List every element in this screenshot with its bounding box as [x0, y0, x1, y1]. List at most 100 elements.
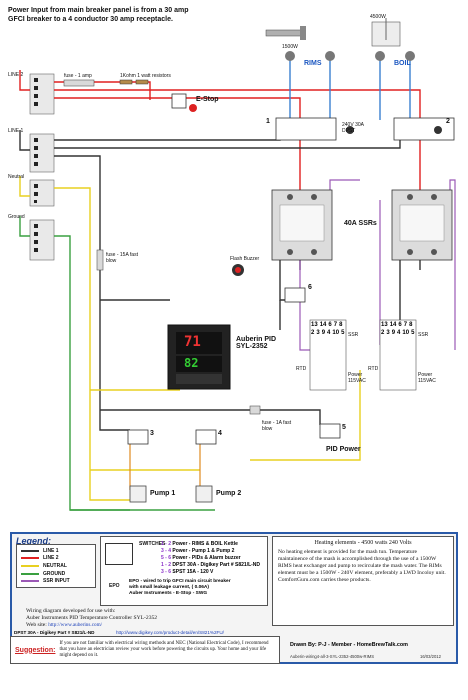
switch-row-2: 5 - 6 Power - PIDs & Alarm buzzer: [161, 555, 260, 562]
terminal-a-10: 5: [341, 330, 345, 336]
epo-text-1: EPO - wired to trip GFCI main circuit br…: [129, 579, 231, 584]
legend-row-line2: LINE 2: [21, 555, 91, 561]
label-fuse-1a-second: fuse - 1A fast blow: [262, 420, 292, 432]
label-sw1: 1: [266, 118, 270, 125]
label-fuse-15a: fuse - 15A fast blow: [106, 252, 138, 264]
fuse-15a: [96, 249, 104, 271]
legend-swatch-neutral: [21, 564, 39, 567]
label-power-a: Power 115VAC: [348, 372, 366, 384]
switch-4: [195, 429, 217, 445]
terminal-a-1: 14: [319, 322, 327, 328]
label-boil: BOIL: [394, 60, 411, 67]
epo-text-2: with small leakage current, ( 0.06A): [129, 585, 209, 590]
epo-text: EPO - wired to trip GFCI main circuit br…: [129, 579, 265, 597]
line1-bus-bar: [29, 133, 55, 173]
terminal-b-9: 10: [402, 330, 410, 336]
ground-bus-bar: [29, 219, 55, 261]
terminal-b-10: 5: [411, 330, 415, 336]
epo-text-3: Auber Instruments - E-Stop - SWG: [129, 591, 208, 596]
boil-element: [371, 18, 415, 61]
receptacle-pump1: [129, 485, 147, 503]
label-neutral: Neutral: [8, 174, 25, 180]
terminal-a-8: 4: [327, 330, 331, 336]
wiring-text-1: Wiring diagram developed for use with:: [26, 608, 116, 614]
terminal-b-3: 7: [403, 322, 408, 328]
digikey-link[interactable]: http://www.digikey.com/product-detail/en…: [116, 630, 224, 635]
terminal-a-5: 2: [311, 330, 315, 336]
switch-row-4: 3 - 6 SPST 15A - 120 V: [161, 569, 260, 576]
terminal-a-2: 6: [328, 322, 332, 328]
terminal-b-7: 9: [391, 330, 396, 336]
switch-3: [127, 429, 149, 445]
title-line-2: GFCI breaker to a 4 conductor 30 amp rec…: [8, 16, 173, 23]
legend-title: Legend:: [16, 536, 51, 546]
terminal-a-6: 3: [316, 330, 320, 336]
switch-row-3-nums: 1 - 2: [161, 562, 172, 568]
terminal-a-9: 10: [332, 330, 340, 336]
receptacle-pump2: [195, 485, 213, 503]
terminal-b-1: 14: [389, 322, 397, 328]
dpst-switch-1: [275, 117, 337, 141]
switch-row-2-text: Power - PIDs & Alarm buzzer: [172, 555, 241, 561]
legend-swatch-line1: [21, 549, 39, 552]
terminal-b-8: 4: [397, 330, 401, 336]
terminal-a-4: 8: [339, 322, 343, 328]
drawing-date: 16/03/2012: [420, 654, 441, 659]
dpst-part: DPST 30A - Digikey Part # S821/L-ND: [14, 630, 95, 635]
switches-label: SWITCHES: [139, 541, 166, 547]
label-pump1: Pump 1: [150, 490, 176, 497]
label-boil-watts: 4500W: [370, 14, 386, 20]
legend-row-neutral: NEUTRAL: [21, 563, 91, 569]
legend-name-neutral: NEUTRAL: [43, 562, 67, 569]
fuse-1a-second: [249, 405, 261, 415]
legend-swatch-ssr: [21, 580, 39, 583]
terminal-a-7: 9: [321, 330, 326, 336]
suggestion-box: Suggestion: If you are not familiar with…: [10, 636, 280, 664]
wiring-credit: Wiring diagram developed for use with: A…: [26, 608, 266, 629]
label-line2: LINE 2: [8, 72, 24, 78]
switch-row-0: 1 - 2 Power - RIMS & BOIL Kettle: [161, 541, 260, 548]
website-link[interactable]: http://www.auberins.com/: [48, 622, 103, 628]
switches-legend: SWITCHES 1 - 2 Power - RIMS & BOIL Kettl…: [100, 536, 268, 606]
switch-row-2-nums: 5 - 6: [161, 555, 172, 561]
suggestion-label: Suggestion:: [15, 646, 56, 654]
website-row: Web site: http://www.auberins.com/: [26, 622, 266, 629]
terminal-block-b: [379, 319, 417, 391]
label-flash-buzzer: Flash Buzzer: [230, 256, 260, 262]
wiring-text-2: Auber Instruments PID Temperature Contro…: [26, 615, 158, 621]
ssr-1: [271, 189, 333, 261]
wiring-diagram: [19, 18, 456, 511]
resistors: [119, 79, 149, 85]
label-rtd-b: RTD: [368, 366, 379, 372]
switch-row-3: 1 - 2 DPST 30A - Digikey Part # S821/L-N…: [161, 562, 260, 569]
switch-6: [284, 287, 306, 303]
switch-legend-icon: [105, 543, 133, 565]
legend-row-ssr: SSR INPUT: [21, 578, 91, 584]
pid-display-bottom: 82: [184, 356, 199, 370]
label-ssrs: 40A SSRs: [344, 220, 377, 227]
flash-buzzer: [232, 264, 244, 276]
label-ssr-a: SSR: [348, 332, 359, 338]
label-power-b: Power 115VAC: [418, 372, 436, 384]
estop-button: [171, 93, 197, 112]
heating-info: Heating elements - 4500 watts 240 Volts …: [272, 536, 454, 626]
pid-display-top: 71: [184, 334, 201, 350]
switch-row-3-text: DPST 30A - Digikey Part # S821/L-ND: [172, 562, 261, 568]
label-sw4: 4: [218, 430, 222, 437]
terminal-a-3: 7: [333, 322, 338, 328]
switch-row-1-text: Power - Pump 1 & Pump 2: [172, 548, 235, 554]
switch-5: [319, 423, 341, 439]
terminals-b: 13 14 6 7 8 2 3 9 4 10 5: [381, 322, 415, 336]
terminal-a-0: 13: [311, 322, 318, 328]
legend-colors: LINE 1 LINE 2 NEUTRAL GROUND SSR INPUT: [16, 544, 96, 588]
label-sw3: 3: [150, 430, 154, 437]
legend-name-line2: LINE 2: [43, 555, 59, 562]
terminals-a: 13 14 6 7 8 2 3 9 4 10 5: [311, 322, 345, 336]
legend-swatch-ground: [21, 572, 39, 575]
legend-name-ssr: SSR INPUT: [43, 578, 70, 585]
switch-row-0-text: Power - RIMS & BOIL Kettle: [172, 541, 238, 547]
label-ground: Ground: [8, 214, 25, 220]
label-rims: RIMS: [304, 60, 322, 67]
ssr-2: [391, 189, 453, 261]
suggestion-text: If you are not familiar with electrical …: [59, 641, 269, 658]
